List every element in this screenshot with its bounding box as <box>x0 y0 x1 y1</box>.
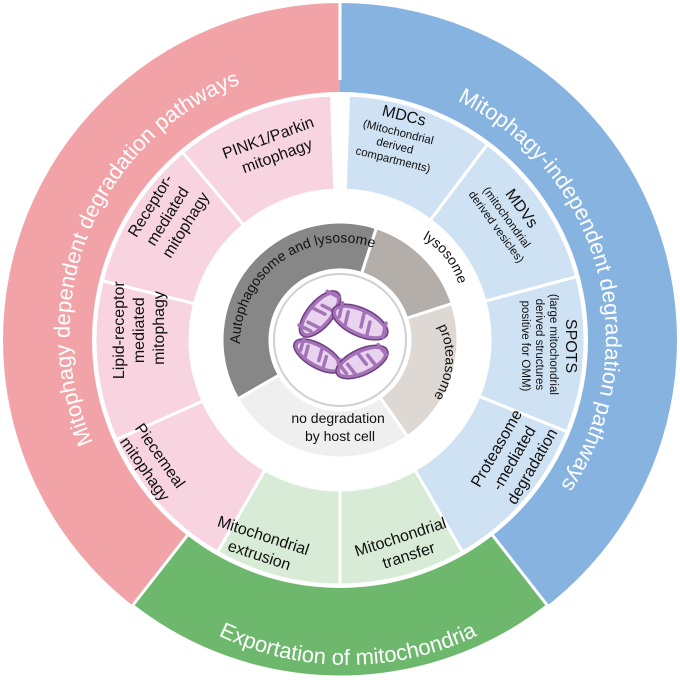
top-divider <box>338 0 342 80</box>
no-degradation-sector <box>235 372 410 460</box>
segment-mitochondrial-extrusion <box>215 467 342 587</box>
inner-ring <box>220 220 460 460</box>
mitochondria-icon <box>293 289 389 380</box>
segment-lipid-receptor <box>93 278 205 442</box>
segment-mdvs <box>428 142 579 304</box>
no-degradation-label: no degradation by host cell <box>291 410 388 444</box>
segment-ring <box>93 93 587 587</box>
autophagosome-lysosome-sector <box>220 220 379 402</box>
spots-title: SPOTS <box>562 319 579 373</box>
segment-mdcs <box>343 93 490 223</box>
segment-pink1-parkin <box>180 93 337 228</box>
spots-detail: (large mitochondrial derived structures … <box>519 294 559 398</box>
spots-label: SPOTS (large mitochondrial derived struc… <box>519 294 579 398</box>
segment-receptor-mediated <box>100 150 246 306</box>
mitochondrion-3 <box>293 336 343 374</box>
lipid-receptor-label: Lipid-receptor mediated mitophagy <box>111 277 168 379</box>
center-disc <box>273 273 407 407</box>
mitochondrion-1 <box>297 289 342 338</box>
mitochondrion-2 <box>331 301 389 341</box>
segment-mitochondrial-transfer <box>338 467 465 587</box>
segment-proteasome-mediated <box>412 394 570 555</box>
segment-spots <box>477 274 587 434</box>
mitochondrion-4 <box>335 342 389 380</box>
receptor-mediated-label: Receptor- mediated mitophagy <box>125 168 213 262</box>
segment-piecemeal <box>114 399 268 555</box>
